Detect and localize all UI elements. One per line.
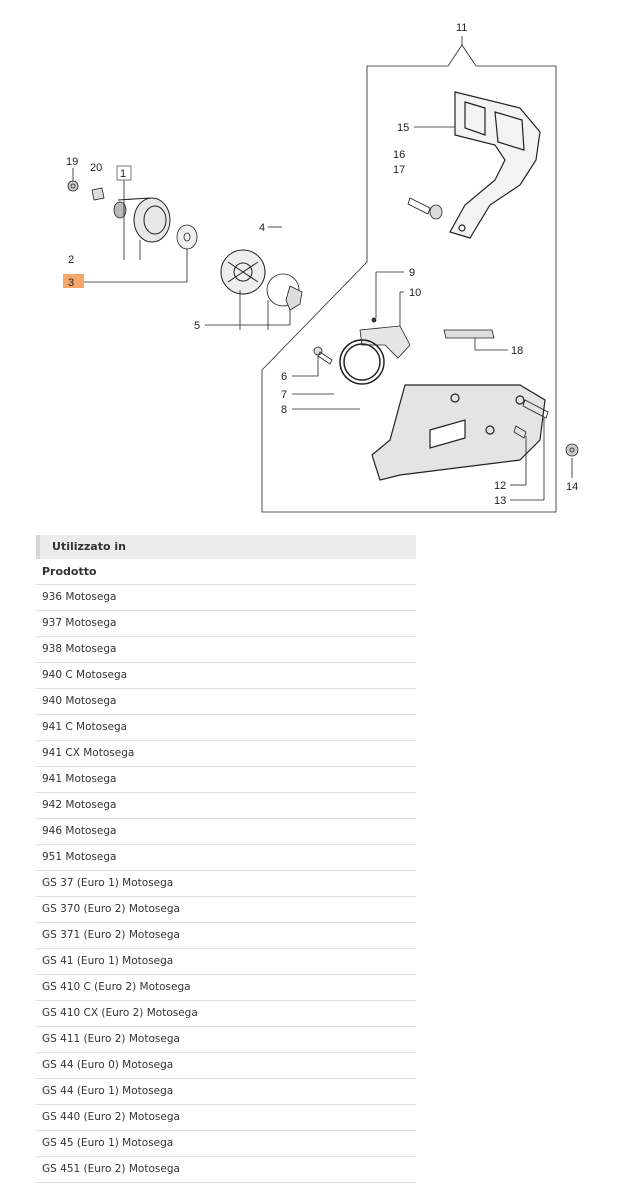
product-row: GS 410 C (Euro 2) Motosega: [36, 975, 416, 1001]
callout-6: 6: [281, 371, 287, 383]
callout-14: 14: [566, 481, 578, 493]
bearing-part: [113, 201, 127, 219]
nut-14: [565, 443, 579, 457]
product-row: 937 Motosega: [36, 611, 416, 637]
callout-4: 4: [259, 222, 265, 234]
product-row: GS 440 (Euro 2) Motosega: [36, 1105, 416, 1131]
callout-15: 15: [397, 122, 409, 134]
product-row: 938 Motosega: [36, 637, 416, 663]
product-row: GS 371 (Euro 2) Motosega: [36, 923, 416, 949]
callout-13: 13: [494, 495, 506, 507]
product-row: GS 41 (Euro 1) Motosega: [36, 949, 416, 975]
product-row: 941 C Motosega: [36, 715, 416, 741]
product-row: 946 Motosega: [36, 819, 416, 845]
nut-19: [67, 180, 79, 192]
callout-8: 8: [281, 404, 287, 416]
callout-18: 18: [511, 345, 523, 357]
parts-diagram: 11 15 16 17 19 20 1 4 2 3 9 10 5 18 6 7 …: [63, 22, 579, 513]
bushing-part: [407, 197, 443, 220]
bolt-part: [513, 399, 549, 439]
product-row: 936 Motosega: [36, 585, 416, 611]
product-row: GS 410 CX (Euro 2) Motosega: [36, 1001, 416, 1027]
callout-10: 10: [409, 287, 421, 299]
product-row: 941 Motosega: [36, 767, 416, 793]
brake-lever-part: [359, 325, 411, 359]
callout-20: 20: [90, 162, 102, 174]
used-in-header: Utilizzato in: [36, 535, 416, 559]
clutch-drum-part: [117, 197, 171, 243]
callout-19: 19: [66, 156, 78, 168]
product-row: 951 Motosega: [36, 845, 416, 871]
callout-9: 9: [409, 267, 415, 279]
clutch-part: [220, 249, 266, 295]
product-row: GS 411 (Euro 2) Motosega: [36, 1027, 416, 1053]
callout-2: 2: [68, 254, 74, 266]
product-row: 940 C Motosega: [36, 663, 416, 689]
clutch-spring-part: [266, 273, 303, 311]
callout-5: 5: [194, 320, 200, 332]
callout-12: 12: [494, 480, 506, 492]
callout-3-highlight: [63, 274, 84, 288]
pin-part: [313, 346, 333, 365]
product-row: 942 Motosega: [36, 793, 416, 819]
spring-20: [91, 187, 105, 201]
callout-1: 1: [120, 168, 126, 180]
callout-17: 17: [393, 164, 405, 176]
product-row: GS 370 (Euro 2) Motosega: [36, 897, 416, 923]
washer-part: [176, 224, 198, 250]
brake-band-part: [339, 339, 385, 385]
chain-part: [443, 329, 495, 339]
clutch-cover-part: [371, 384, 546, 481]
product-row: GS 44 (Euro 1) Motosega: [36, 1079, 416, 1105]
callout-3: 3: [68, 277, 74, 289]
product-row: GS 37 (Euro 1) Motosega: [36, 871, 416, 897]
callout-11: 11: [456, 22, 467, 34]
product-row: 940 Motosega: [36, 689, 416, 715]
product-row: GS 451 (Euro 2) Motosega: [36, 1157, 416, 1183]
handguard-part: [449, 91, 541, 239]
product-row: 941 CX Motosega: [36, 741, 416, 767]
product-row: GS 44 (Euro 0) Motosega: [36, 1053, 416, 1079]
callout-16: 16: [393, 149, 405, 161]
product-row: GS 45 (Euro 1) Motosega: [36, 1131, 416, 1157]
callout-7: 7: [281, 389, 287, 401]
group-outline-11: [261, 44, 557, 513]
product-column-header: Prodotto: [36, 559, 416, 585]
